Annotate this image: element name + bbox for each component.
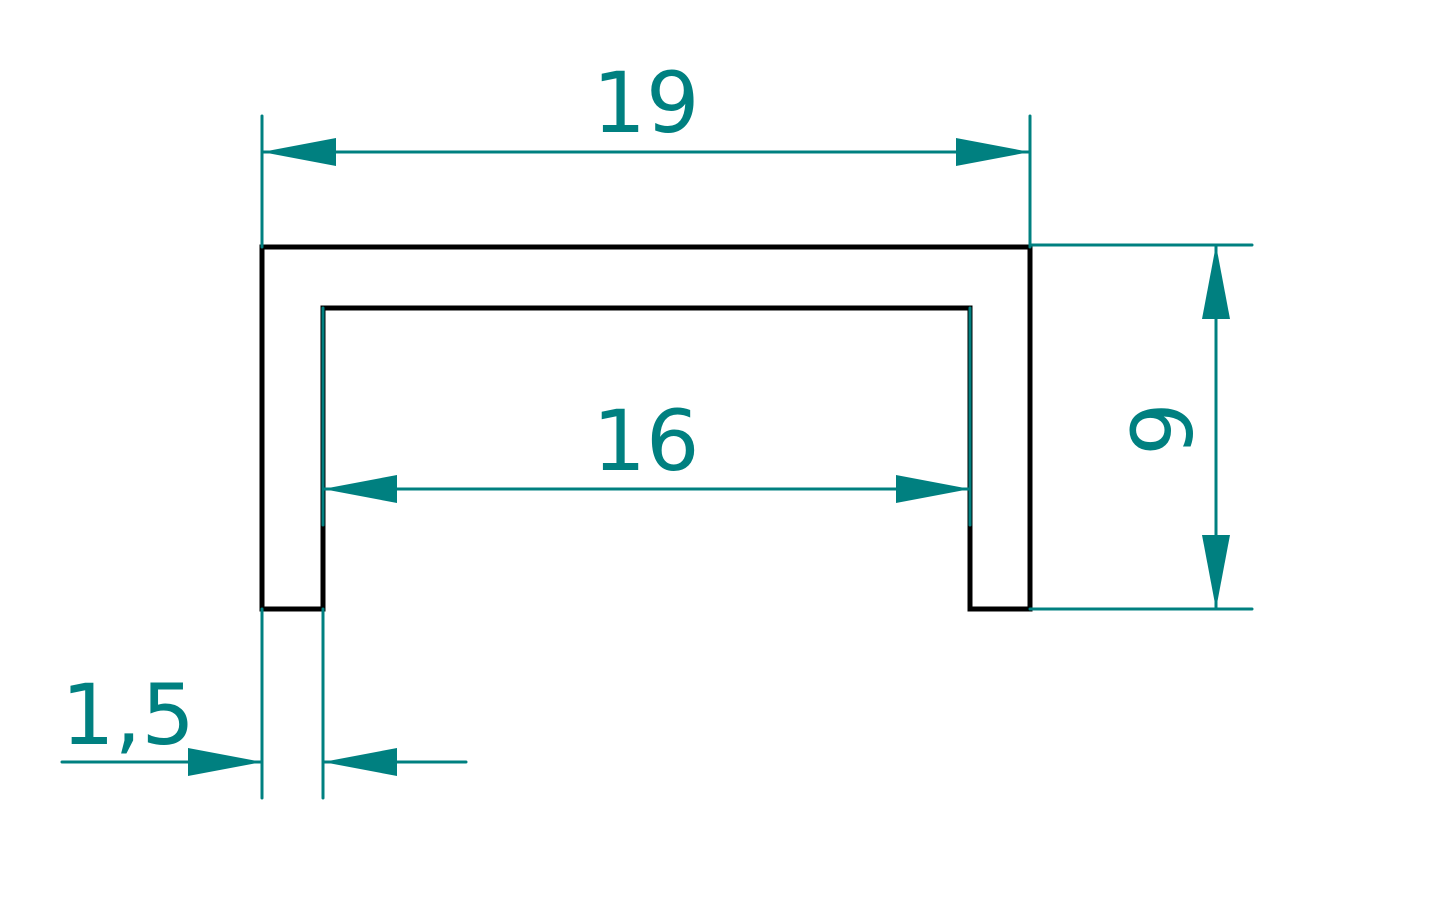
arrowhead-right-icon bbox=[896, 475, 970, 503]
label-height: 9 bbox=[1114, 402, 1212, 455]
label-wall-thickness: 1,5 bbox=[61, 666, 195, 764]
dimension-lines bbox=[60, 114, 1254, 800]
dimension-wall-thickness bbox=[60, 607, 468, 800]
dimension-overall-width bbox=[260, 114, 1032, 249]
label-inner-width: 16 bbox=[593, 392, 700, 490]
dimension-inner-width bbox=[321, 306, 972, 527]
arrowhead-right-icon bbox=[188, 748, 262, 776]
arrowhead-up-icon bbox=[1202, 245, 1230, 319]
arrowhead-left-icon bbox=[323, 475, 397, 503]
arrowhead-down-icon bbox=[1202, 535, 1230, 609]
dimension-labels: 19 16 9 1,5 bbox=[61, 54, 1212, 764]
arrowhead-right-icon bbox=[956, 138, 1030, 166]
label-overall-width: 19 bbox=[593, 54, 700, 152]
arrowhead-left-icon bbox=[262, 138, 336, 166]
arrowhead-left-icon bbox=[323, 748, 397, 776]
dimension-height bbox=[1028, 243, 1254, 611]
